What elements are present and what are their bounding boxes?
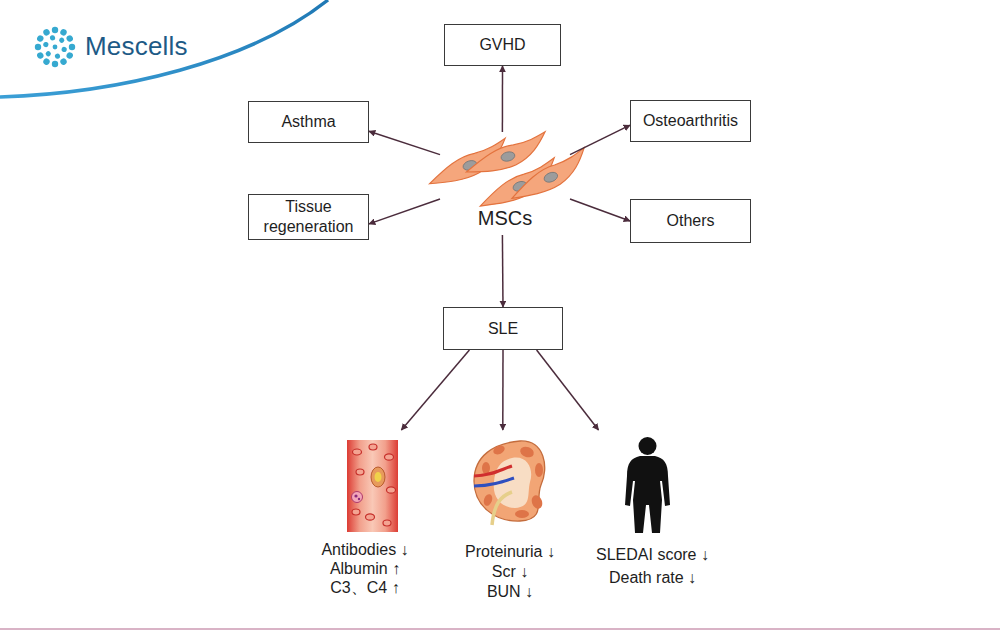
disease-box: Osteoarthritis [630, 100, 751, 142]
box-label: SLE [488, 319, 518, 339]
outcome-text: BUN ↓ [450, 582, 570, 602]
msc-cells [423, 132, 594, 212]
box-label: Asthma [281, 112, 335, 132]
kidney-outcome: Proteinuria ↓Scr ↓BUN ↓ [450, 430, 570, 610]
blood-outcome: Antibodies ↓Albumin ↑C3、C4 ↑ [300, 430, 430, 610]
arrow-connector [502, 235, 504, 307]
arrow-connector [502, 350, 504, 430]
msc-cluster: MSCs [440, 132, 570, 235]
text-stack: Antibodies ↓Albumin ↑C3、C4 ↑ [300, 540, 430, 597]
text-stack: SLEDAI score ↓Death rate ↓ [585, 543, 720, 589]
outcome-text: Antibodies ↓ [300, 540, 430, 559]
application-box: Others [630, 199, 751, 243]
arrow-connector [570, 199, 630, 221]
disease-box: GVHD [444, 24, 561, 66]
application-box: Tissue regeneration [248, 194, 369, 240]
arrow-connector [369, 199, 440, 224]
disease-box: SLE [443, 307, 563, 350]
human-silhouette [625, 456, 670, 533]
arrow-connector [502, 66, 504, 132]
text-stack: MSCs [440, 206, 570, 230]
outcome-text: C3、C4 ↑ [300, 578, 430, 597]
logo-text: Mescells [85, 31, 188, 62]
disease-box: Asthma [248, 101, 369, 143]
arrow-connector [537, 350, 599, 430]
outcome-text: MSCs [440, 206, 570, 230]
human-head [639, 437, 657, 455]
patient-outcome: SLEDAI score ↓Death rate ↓ [585, 430, 720, 610]
kidney-art [474, 441, 545, 525]
arrow-connector [570, 125, 630, 154]
arrow-connector [401, 350, 469, 430]
footer-rule [0, 628, 1000, 630]
arrow-connector [369, 131, 440, 154]
box-label: Tissue regeneration [249, 197, 368, 237]
outcome-text: SLEDAI score ↓ [585, 543, 720, 566]
text-stack: Proteinuria ↓Scr ↓BUN ↓ [450, 542, 570, 602]
blood-vessel-art [347, 440, 398, 532]
outcome-text: Scr ↓ [450, 562, 570, 582]
outcome-text: Proteinuria ↓ [450, 542, 570, 562]
box-label: Osteoarthritis [643, 111, 738, 131]
box-label: GVHD [479, 35, 525, 55]
logo-icon [35, 27, 75, 67]
box-label: Others [666, 211, 714, 231]
header-swoosh [0, 0, 328, 97]
outcome-text: Death rate ↓ [585, 566, 720, 589]
outcome-text: Albumin ↑ [300, 559, 430, 578]
